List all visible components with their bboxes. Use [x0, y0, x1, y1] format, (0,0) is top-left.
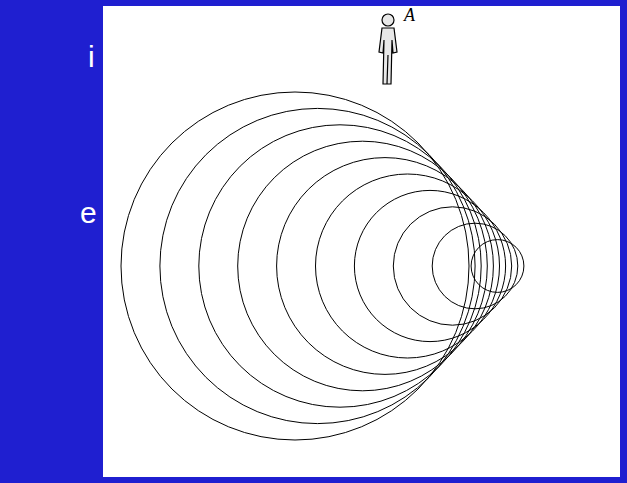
person-head: [382, 14, 394, 26]
slide-text-fragment: e: [80, 198, 97, 228]
white-panel: [103, 6, 620, 477]
wavefront-circle: [393, 207, 511, 325]
wavefronts: [121, 92, 524, 440]
wavefront-circle: [432, 223, 518, 309]
wavefront-circle: [471, 240, 524, 293]
point-label: A: [404, 6, 415, 24]
slide-text-fragment: i: [88, 42, 95, 72]
wavefront-circle: [354, 190, 505, 341]
wavefront-circle: [316, 174, 500, 358]
wavefront-circle: [277, 158, 494, 375]
person-figure: [379, 14, 397, 84]
person-body: [379, 28, 397, 84]
